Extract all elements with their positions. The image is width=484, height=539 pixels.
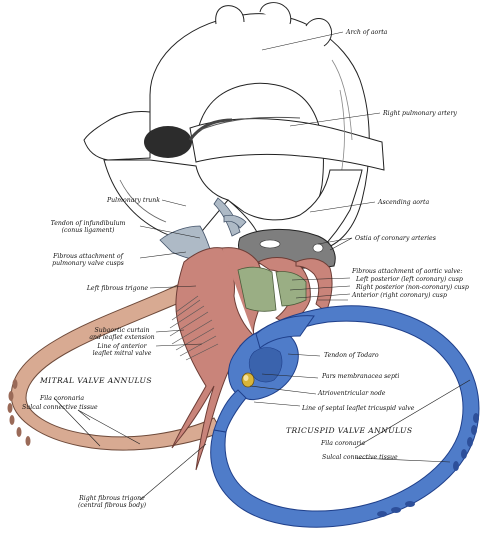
fibrous-trigones bbox=[171, 247, 255, 471]
label-fibrous-aortic: Fibrous attachment of aortic valve: bbox=[352, 268, 463, 275]
label-ostia-coronary: Ostia of coronary arteries bbox=[355, 235, 436, 242]
aortic-arch-drawing bbox=[83, 2, 385, 251]
leader-lines bbox=[53, 31, 471, 501]
label-fila-coronaria-right: Fila coronaria bbox=[321, 440, 366, 447]
aortic-cusp-attachments bbox=[237, 266, 277, 312]
label-tendon-infundibulum: Tendon of infundibulum (conus ligament) bbox=[50, 220, 126, 234]
label-anterior-cusp: Anterior (right coronary) cusp bbox=[352, 292, 447, 299]
tricuspid-fila-coronaria bbox=[377, 413, 479, 517]
subaortic-curtain-hatching bbox=[169, 295, 219, 361]
label-pulmonary-trunk: Pulmonary trunk bbox=[107, 197, 160, 204]
tricuspid-annulus-ring bbox=[210, 305, 480, 528]
label-line-septal-leaflet: Line of septal leaflet tricuspid valve bbox=[302, 405, 415, 412]
label-arch-of-aorta: Arch of aorta bbox=[346, 29, 388, 36]
label-right-pulmonary-artery: Right pulmonary artery bbox=[383, 110, 457, 117]
label-sulcal-tissue-left: Sulcal connective tissue bbox=[22, 404, 98, 411]
label-line-anterior-leaflet: Line of anterior leaflet mitral valve bbox=[92, 343, 152, 357]
label-left-posterior-cusp: Left posterior (left coronary) cusp bbox=[356, 276, 463, 283]
label-subaortic-curtain: Subaortic curtain and leaflet extension bbox=[89, 327, 155, 341]
av-node-marker bbox=[241, 372, 255, 388]
aorta-lumen-shade bbox=[144, 126, 192, 158]
label-right-posterior-cusp: Right posterior (non-coronary) cusp bbox=[356, 284, 469, 291]
label-fibrous-pulmonary: Fibrous attachment of pulmonary valve cu… bbox=[52, 253, 124, 267]
label-pars-membranacea: Pars membranacea septi bbox=[322, 373, 400, 380]
label-ascending-aorta: Ascending aorta bbox=[378, 199, 430, 206]
mitral-fila-coronaria bbox=[7, 379, 31, 446]
label-tricuspid-annulus: TRICUSPID VALVE ANNULUS bbox=[286, 426, 413, 435]
label-av-node: Atrioventricular node bbox=[318, 390, 386, 397]
label-fila-coronaria-left: Fila coronaria bbox=[40, 395, 85, 402]
label-right-fibrous-trigone: Right fibrous trigone (central fibrous b… bbox=[77, 495, 147, 509]
label-mitral-annulus: MITRAL VALVE ANNULUS bbox=[40, 376, 152, 385]
label-sulcal-tissue-right: Sulcal connective tissue bbox=[322, 454, 398, 461]
label-left-fibrous-trigone: Left fibrous trigone bbox=[86, 285, 148, 292]
label-tendon-todaro: Tendon of Todaro bbox=[324, 352, 379, 359]
